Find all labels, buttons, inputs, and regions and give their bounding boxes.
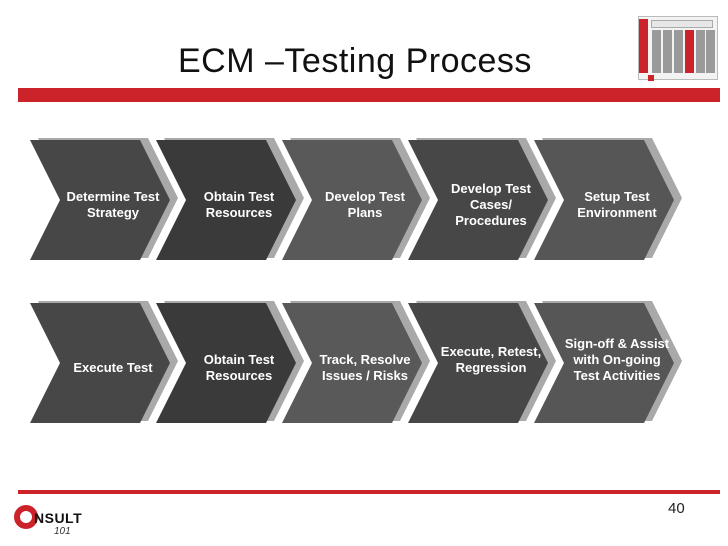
step-label: Execute Test (73, 360, 153, 375)
thumbnail-column (674, 30, 683, 73)
roadmap-thumbnail (638, 16, 718, 80)
chevron-step-1 (30, 140, 170, 260)
process-row-2: Execute Test Obtain Test Resources Track… (0, 293, 728, 433)
thumbnail-highlight-column (685, 30, 694, 73)
slide-title: ECM –Testing Process (178, 42, 532, 80)
chevron-step-5 (534, 303, 674, 423)
title-underline-bar (18, 88, 720, 102)
process-row-1-chevrons (30, 138, 682, 260)
logo-word: NSULT (34, 510, 83, 526)
chevron-step-4 (408, 140, 548, 260)
step-label: Develop Test Cases/ Procedures (451, 181, 531, 228)
thumbnail-marker (648, 75, 654, 81)
step-label: Setup Test Environment (577, 189, 657, 220)
page-number: 40 (668, 500, 685, 517)
chevron-step-3 (282, 140, 422, 260)
step-label: Sign-off & Assist with On-going Test Act… (564, 336, 670, 383)
chevron-step-3 (282, 303, 422, 423)
logo-ring-icon (14, 505, 38, 529)
thumbnail-column (663, 30, 672, 73)
step-label: Obtain Test Resources (203, 189, 275, 220)
step-label: Develop Test Plans (325, 189, 405, 220)
footer-rule (18, 490, 720, 494)
logo-sub: 101 (54, 526, 71, 537)
step-label: Determine Test Strategy (66, 189, 160, 220)
thumbnail-header (651, 20, 713, 28)
chevron-step-1 (30, 303, 170, 423)
thumbnail-column (652, 30, 661, 73)
chevron-step-2 (156, 303, 296, 423)
company-logo: NSULT 101 (14, 503, 114, 543)
process-row-2-chevrons (30, 301, 682, 423)
thumbnail-side-bar (639, 19, 648, 73)
chevron-step-2 (156, 140, 296, 260)
process-row-1: Determine Test Strategy Obtain Test Reso… (0, 130, 728, 270)
thumbnail-column (706, 30, 715, 73)
chevron-step-5 (534, 140, 674, 260)
chevron-step-4 (408, 303, 548, 423)
step-label: Execute, Retest, Regression (440, 344, 542, 375)
step-label: Obtain Test Resources (203, 352, 275, 383)
step-label: Track, Resolve Issues / Risks (319, 352, 411, 383)
thumbnail-column (696, 30, 705, 73)
